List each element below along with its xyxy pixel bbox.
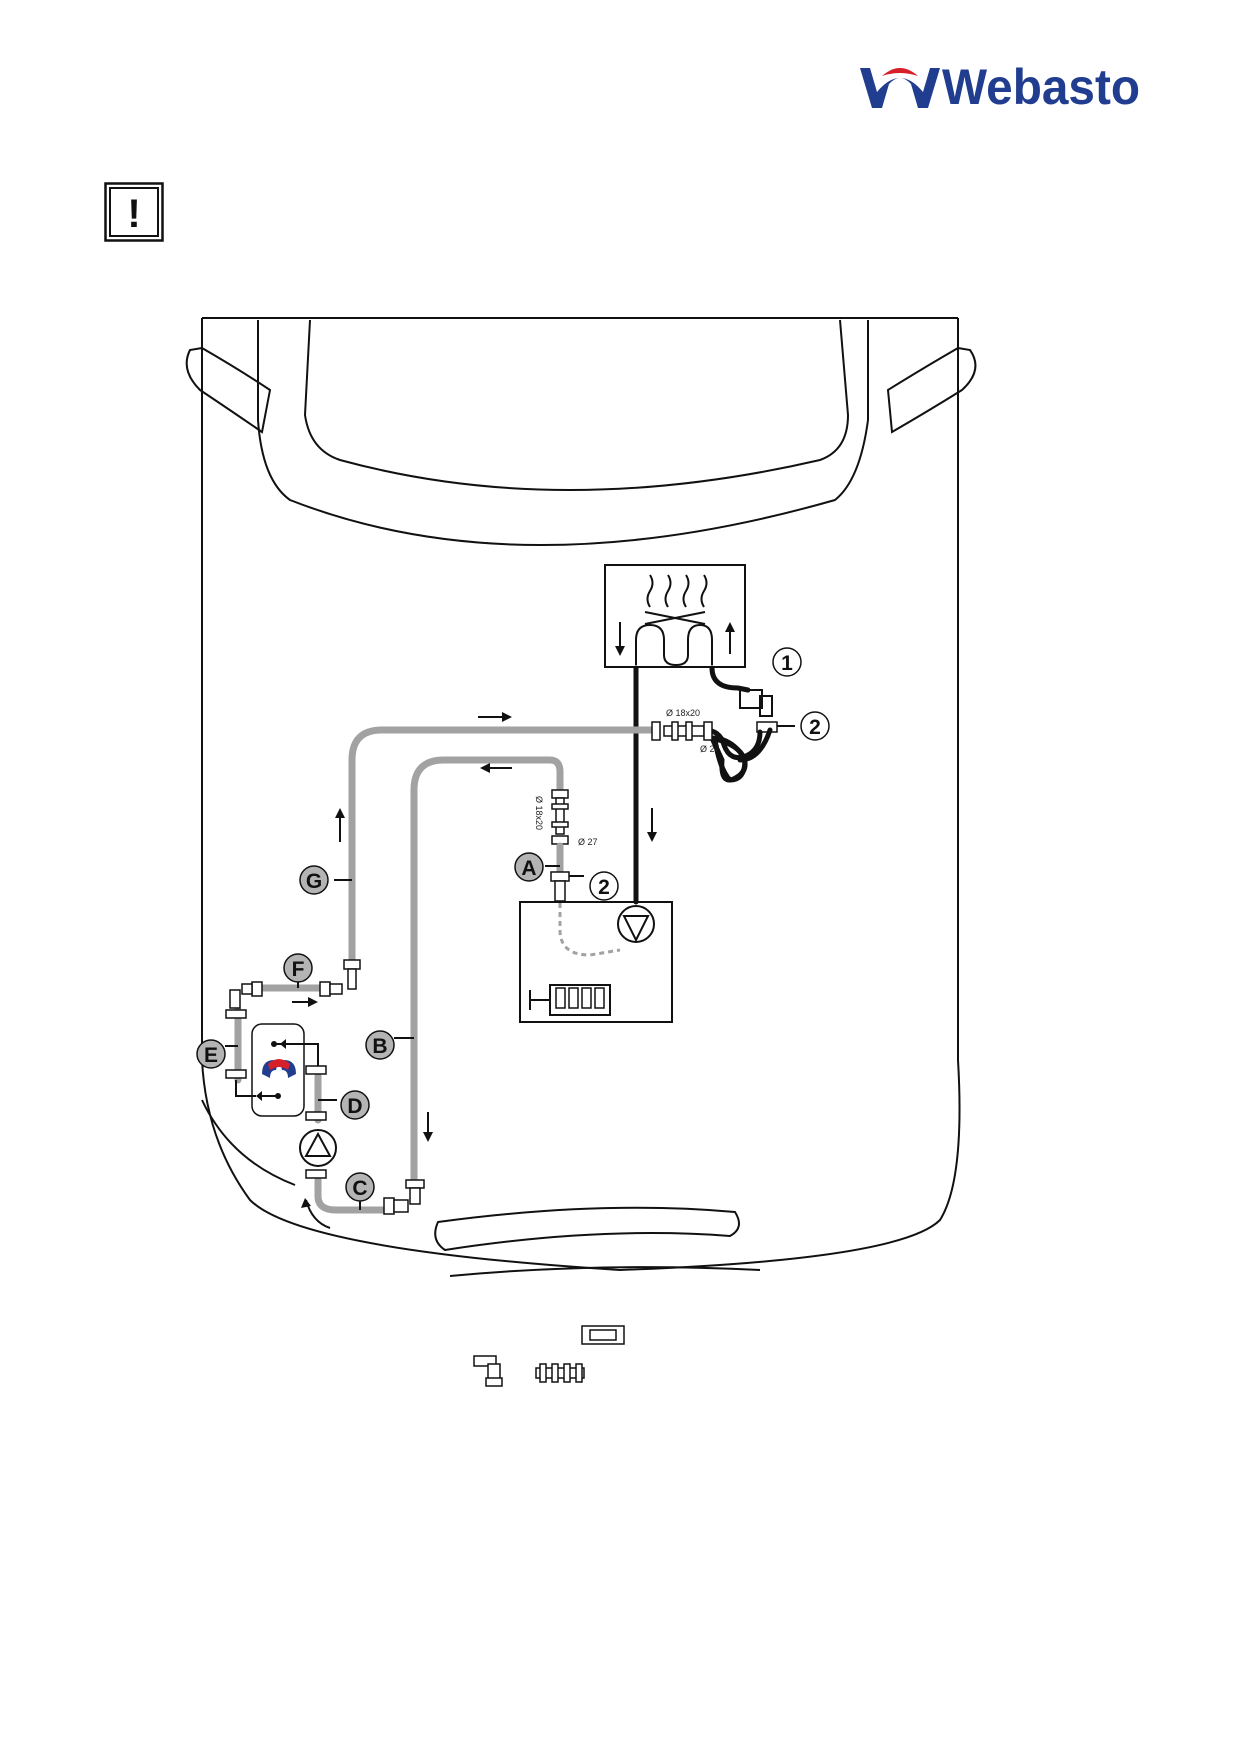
label-f: F <box>292 958 305 981</box>
connector-top <box>651 721 713 741</box>
valve-part-1 <box>709 665 795 783</box>
heater-unit <box>519 885 673 1023</box>
legend-elbow-icon <box>473 1355 497 1367</box>
logo-emblem-red <box>882 68 918 76</box>
label-d: D <box>347 1095 362 1118</box>
label-part-1: 1 <box>781 652 793 675</box>
hose-b <box>410 756 564 1194</box>
hose-c <box>314 1176 392 1214</box>
label-badges: G F E B D C A 1 2 2 <box>196 647 830 1202</box>
label-e: E <box>204 1044 218 1067</box>
warning-icon: ! <box>104 182 164 242</box>
label-a: A <box>521 857 536 880</box>
connector-mid <box>551 789 569 845</box>
label-c: C <box>352 1177 367 1200</box>
hose-g <box>348 726 656 979</box>
dim-mid-hose: Ø 27 <box>578 837 598 847</box>
label-part-2-mid: 2 <box>598 876 610 899</box>
dim-top-connector: Ø 18x20 <box>666 708 700 718</box>
label-g: G <box>306 870 322 893</box>
webasto-logo: Webasto <box>860 59 1140 115</box>
label-b: B <box>372 1035 387 1058</box>
circulation-pump-icon <box>299 1129 337 1167</box>
logo-emblem-arc <box>860 68 940 108</box>
dim-top-hose: Ø 27 <box>700 744 720 754</box>
engine-block <box>235 1023 319 1117</box>
vehicle-outline <box>185 317 977 1277</box>
dim-mid-connector: Ø 18x20 <box>534 796 544 830</box>
dark-hose-top <box>701 727 763 761</box>
heat-exchanger <box>604 564 746 668</box>
logo-wordmark: Webasto <box>942 59 1140 115</box>
label-part-2-top: 2 <box>809 716 821 739</box>
warning-symbol: ! <box>127 192 140 236</box>
legend-symbols <box>473 1325 625 1387</box>
fittings <box>225 959 425 1215</box>
legend-connector-icon <box>535 1367 585 1379</box>
